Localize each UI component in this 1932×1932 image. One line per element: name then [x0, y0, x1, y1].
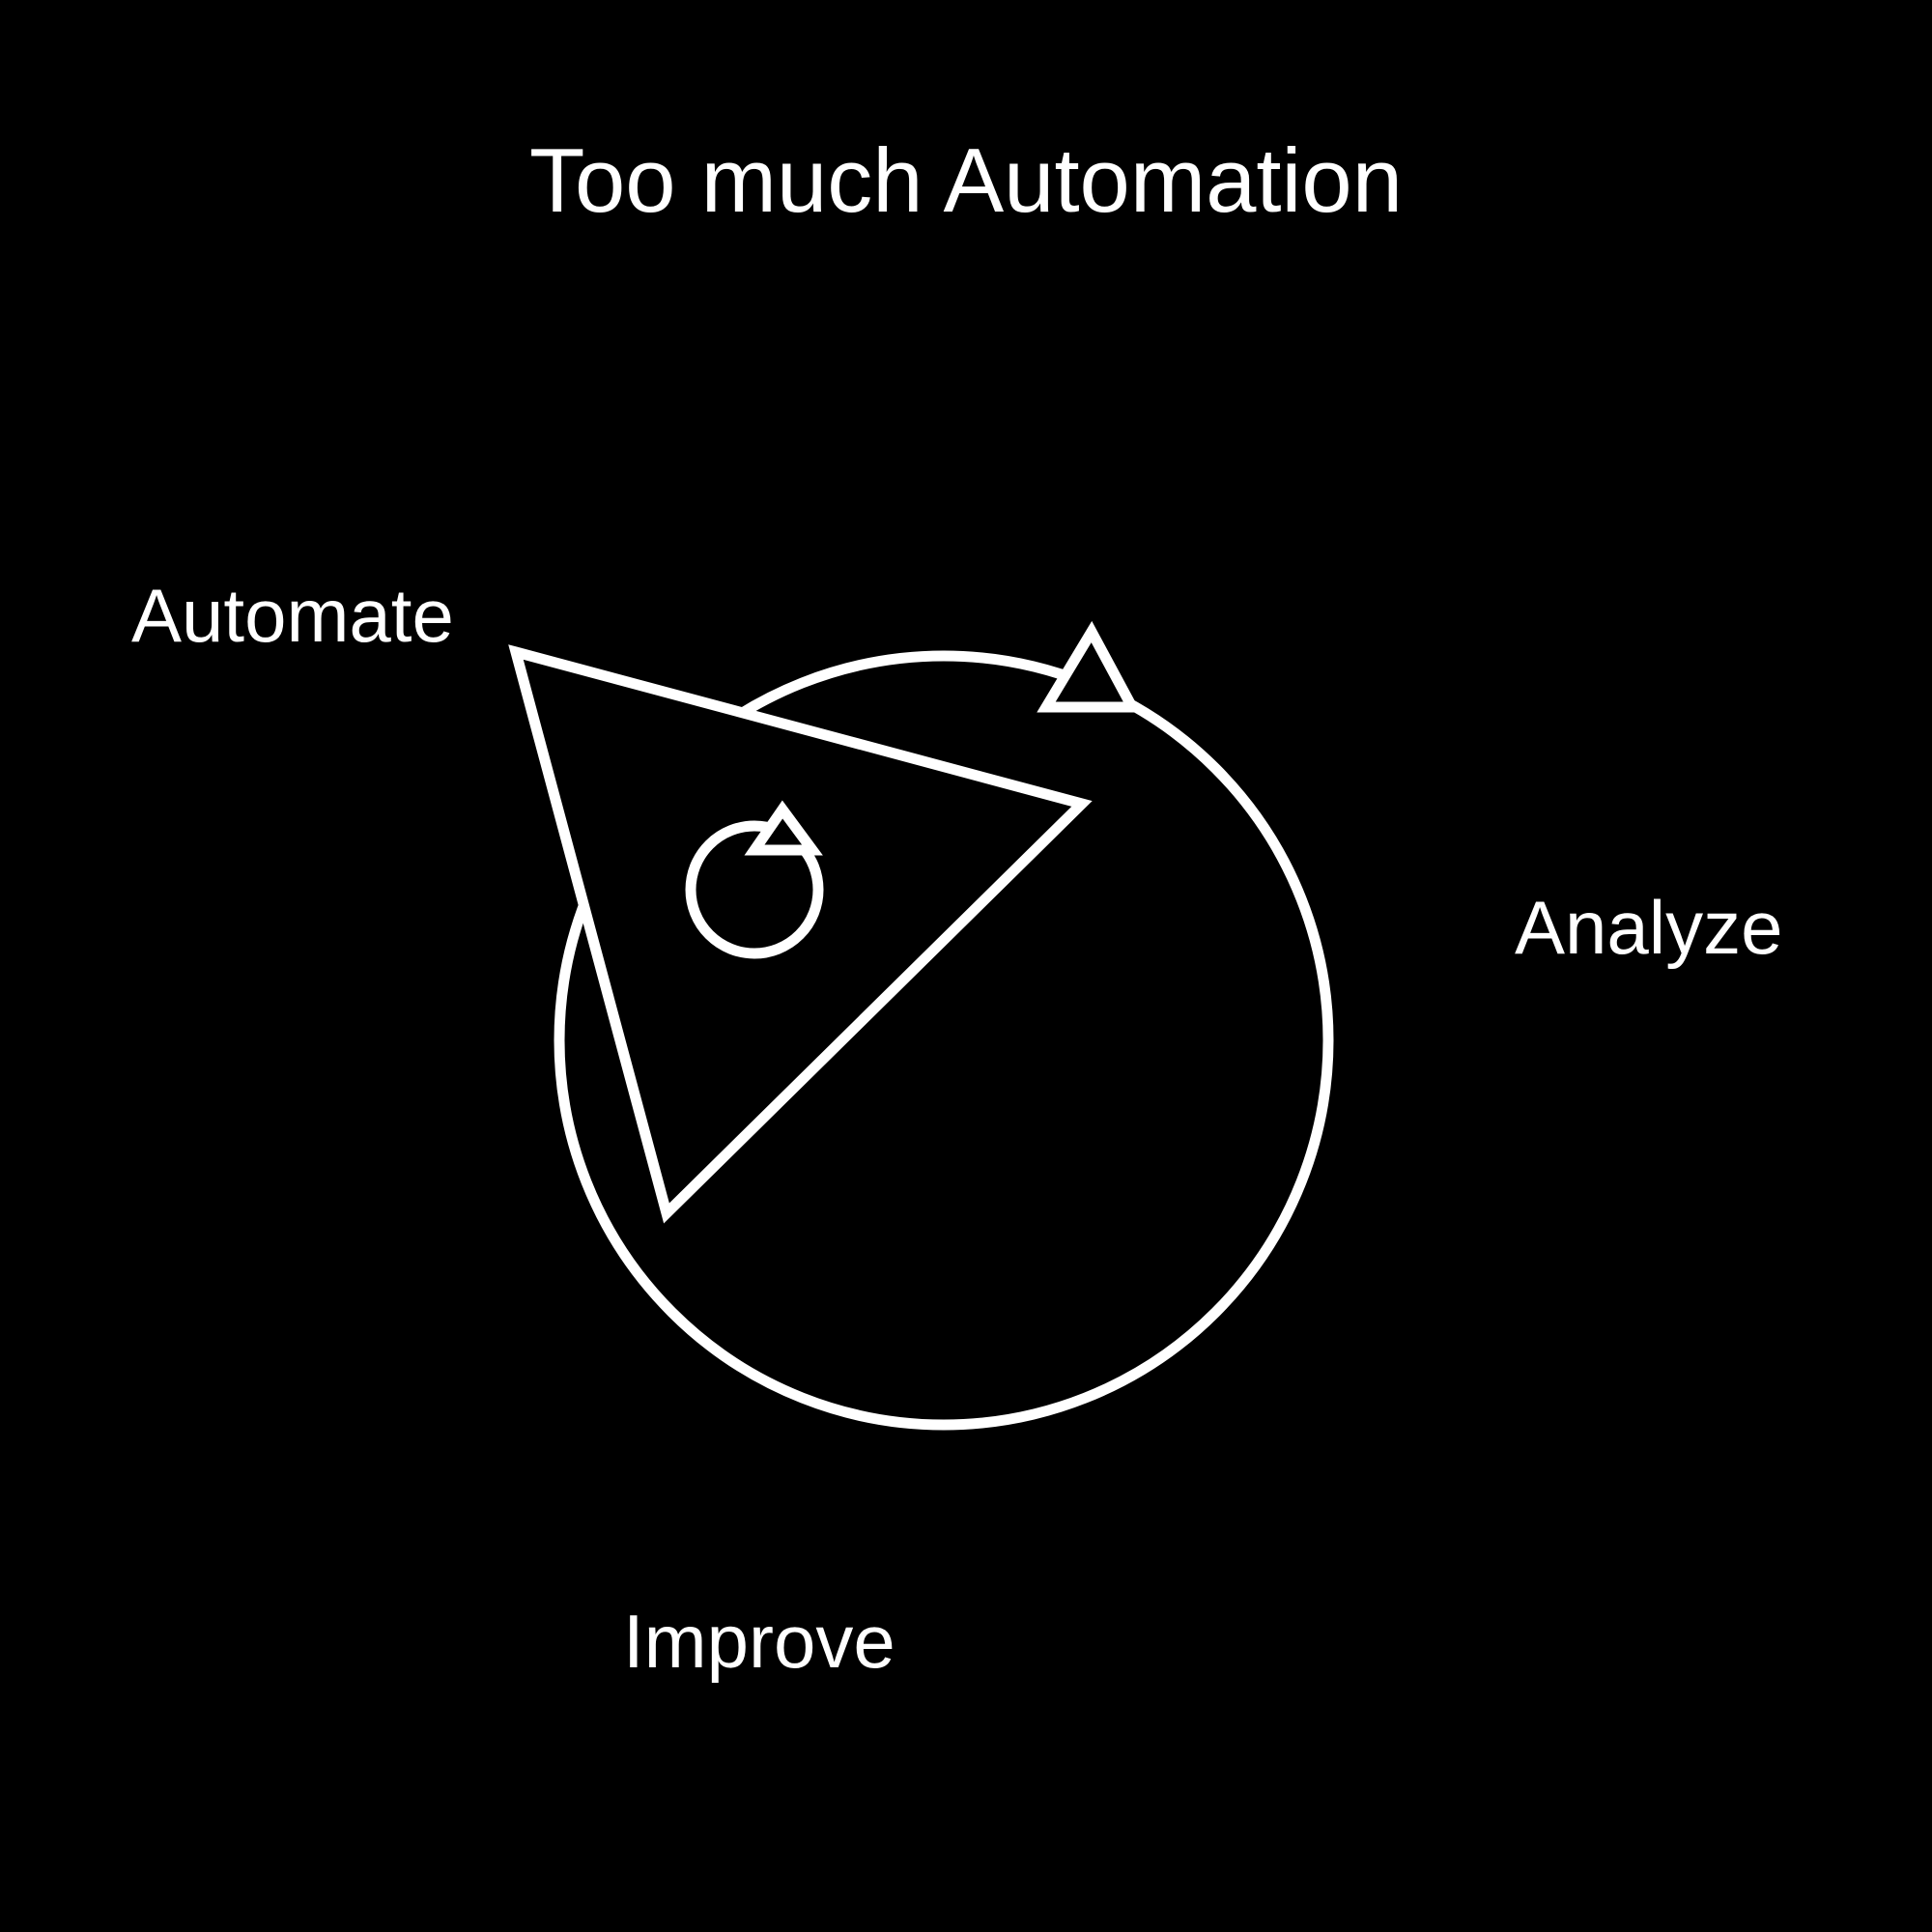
small-arrow-triangle-icon	[744, 800, 823, 856]
diagram-title: Too much Automation	[529, 129, 1403, 231]
label-analyze: Analyze	[1515, 885, 1783, 970]
large-cycle-circle	[554, 650, 1334, 1431]
label-improve: Improve	[623, 1599, 895, 1684]
top-arrow-triangle-icon	[1037, 620, 1142, 713]
small-cycle-circle	[685, 820, 824, 959]
label-automate: Automate	[131, 573, 454, 658]
